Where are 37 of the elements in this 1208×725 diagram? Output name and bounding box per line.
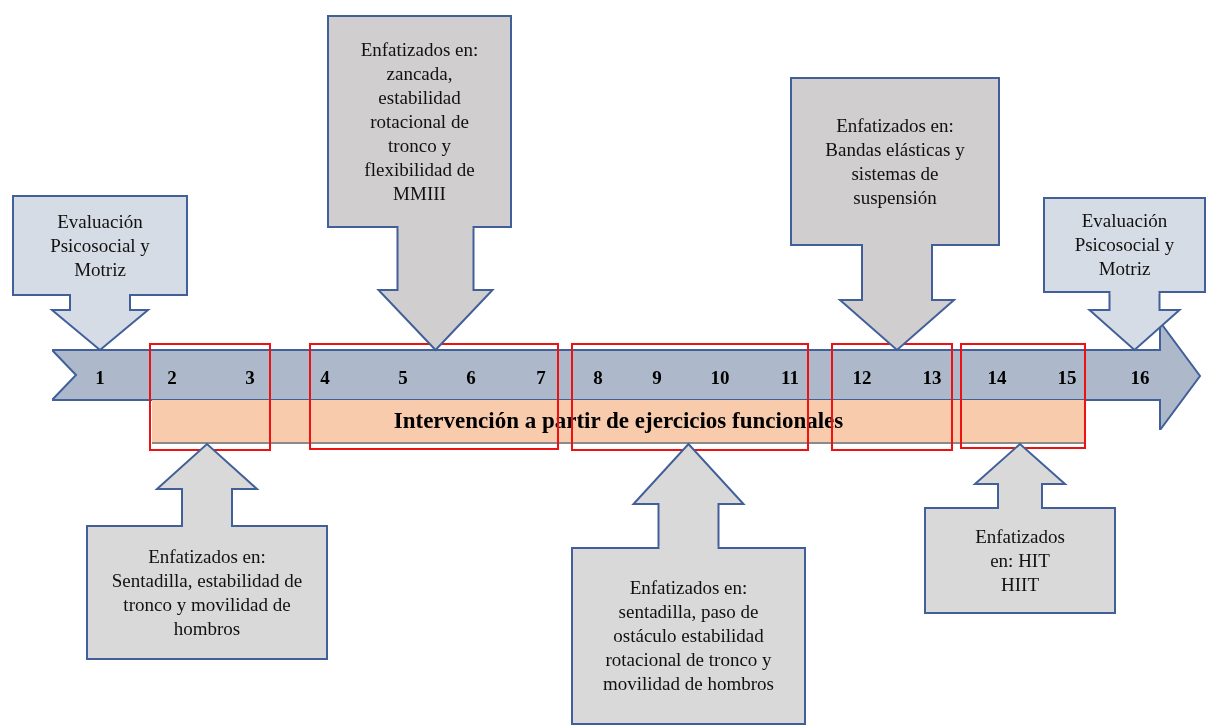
callout-text: Evaluación Psicosocial y Motriz [1073,209,1176,281]
callout-box [790,77,1000,246]
week-number: 13 [922,367,942,389]
callout-box [1043,197,1206,293]
week-number: 9 [652,367,662,389]
callout-text: Enfatizados en: Bandas elásticas y sistemas de suspensión [824,113,966,210]
callout-text: Enfatizados en: zancada, estabilidad rotacional de tronco y flexibilidad de MMIII [359,37,480,206]
week-number: 5 [398,367,408,389]
week-number: 2 [167,367,177,389]
block-arrow [154,442,260,527]
callout-box [924,507,1116,614]
week-number: 12 [852,367,872,389]
callout-text: Enfatizados en: HIT HIIT [975,524,1065,597]
week-number: 8 [593,367,603,389]
week-number: 16 [1130,367,1150,389]
callout-text: Enfatizados en: sentadilla, paso de ostáculo estabilidad rotacional de tronco y movilidad de hombros [602,576,775,696]
block-arrow [972,442,1068,509]
callout-box [86,525,328,660]
week-number: 3 [245,367,255,389]
week-number: 7 [536,367,546,389]
block-arrow [1086,291,1183,352]
block-arrow [376,226,495,352]
week-number: 11 [781,367,799,389]
week-number: 6 [466,367,476,389]
week-number: 1 [95,367,105,389]
callout-box [12,195,188,296]
week-number: 10 [710,367,730,389]
block-arrow [837,244,957,352]
block-arrow [631,442,746,549]
week-number: 4 [320,367,330,389]
callout-box [571,547,806,725]
week-number: 15 [1057,367,1077,389]
block-arrow [49,294,151,352]
week-number: 14 [987,367,1007,389]
callout-box [327,15,512,228]
callout-text: Evaluación Psicosocial y Motriz [49,209,151,282]
callout-text: Enfatizados en: Sentadilla, estabilidad de tronco y movilidad de hombros [110,544,304,641]
